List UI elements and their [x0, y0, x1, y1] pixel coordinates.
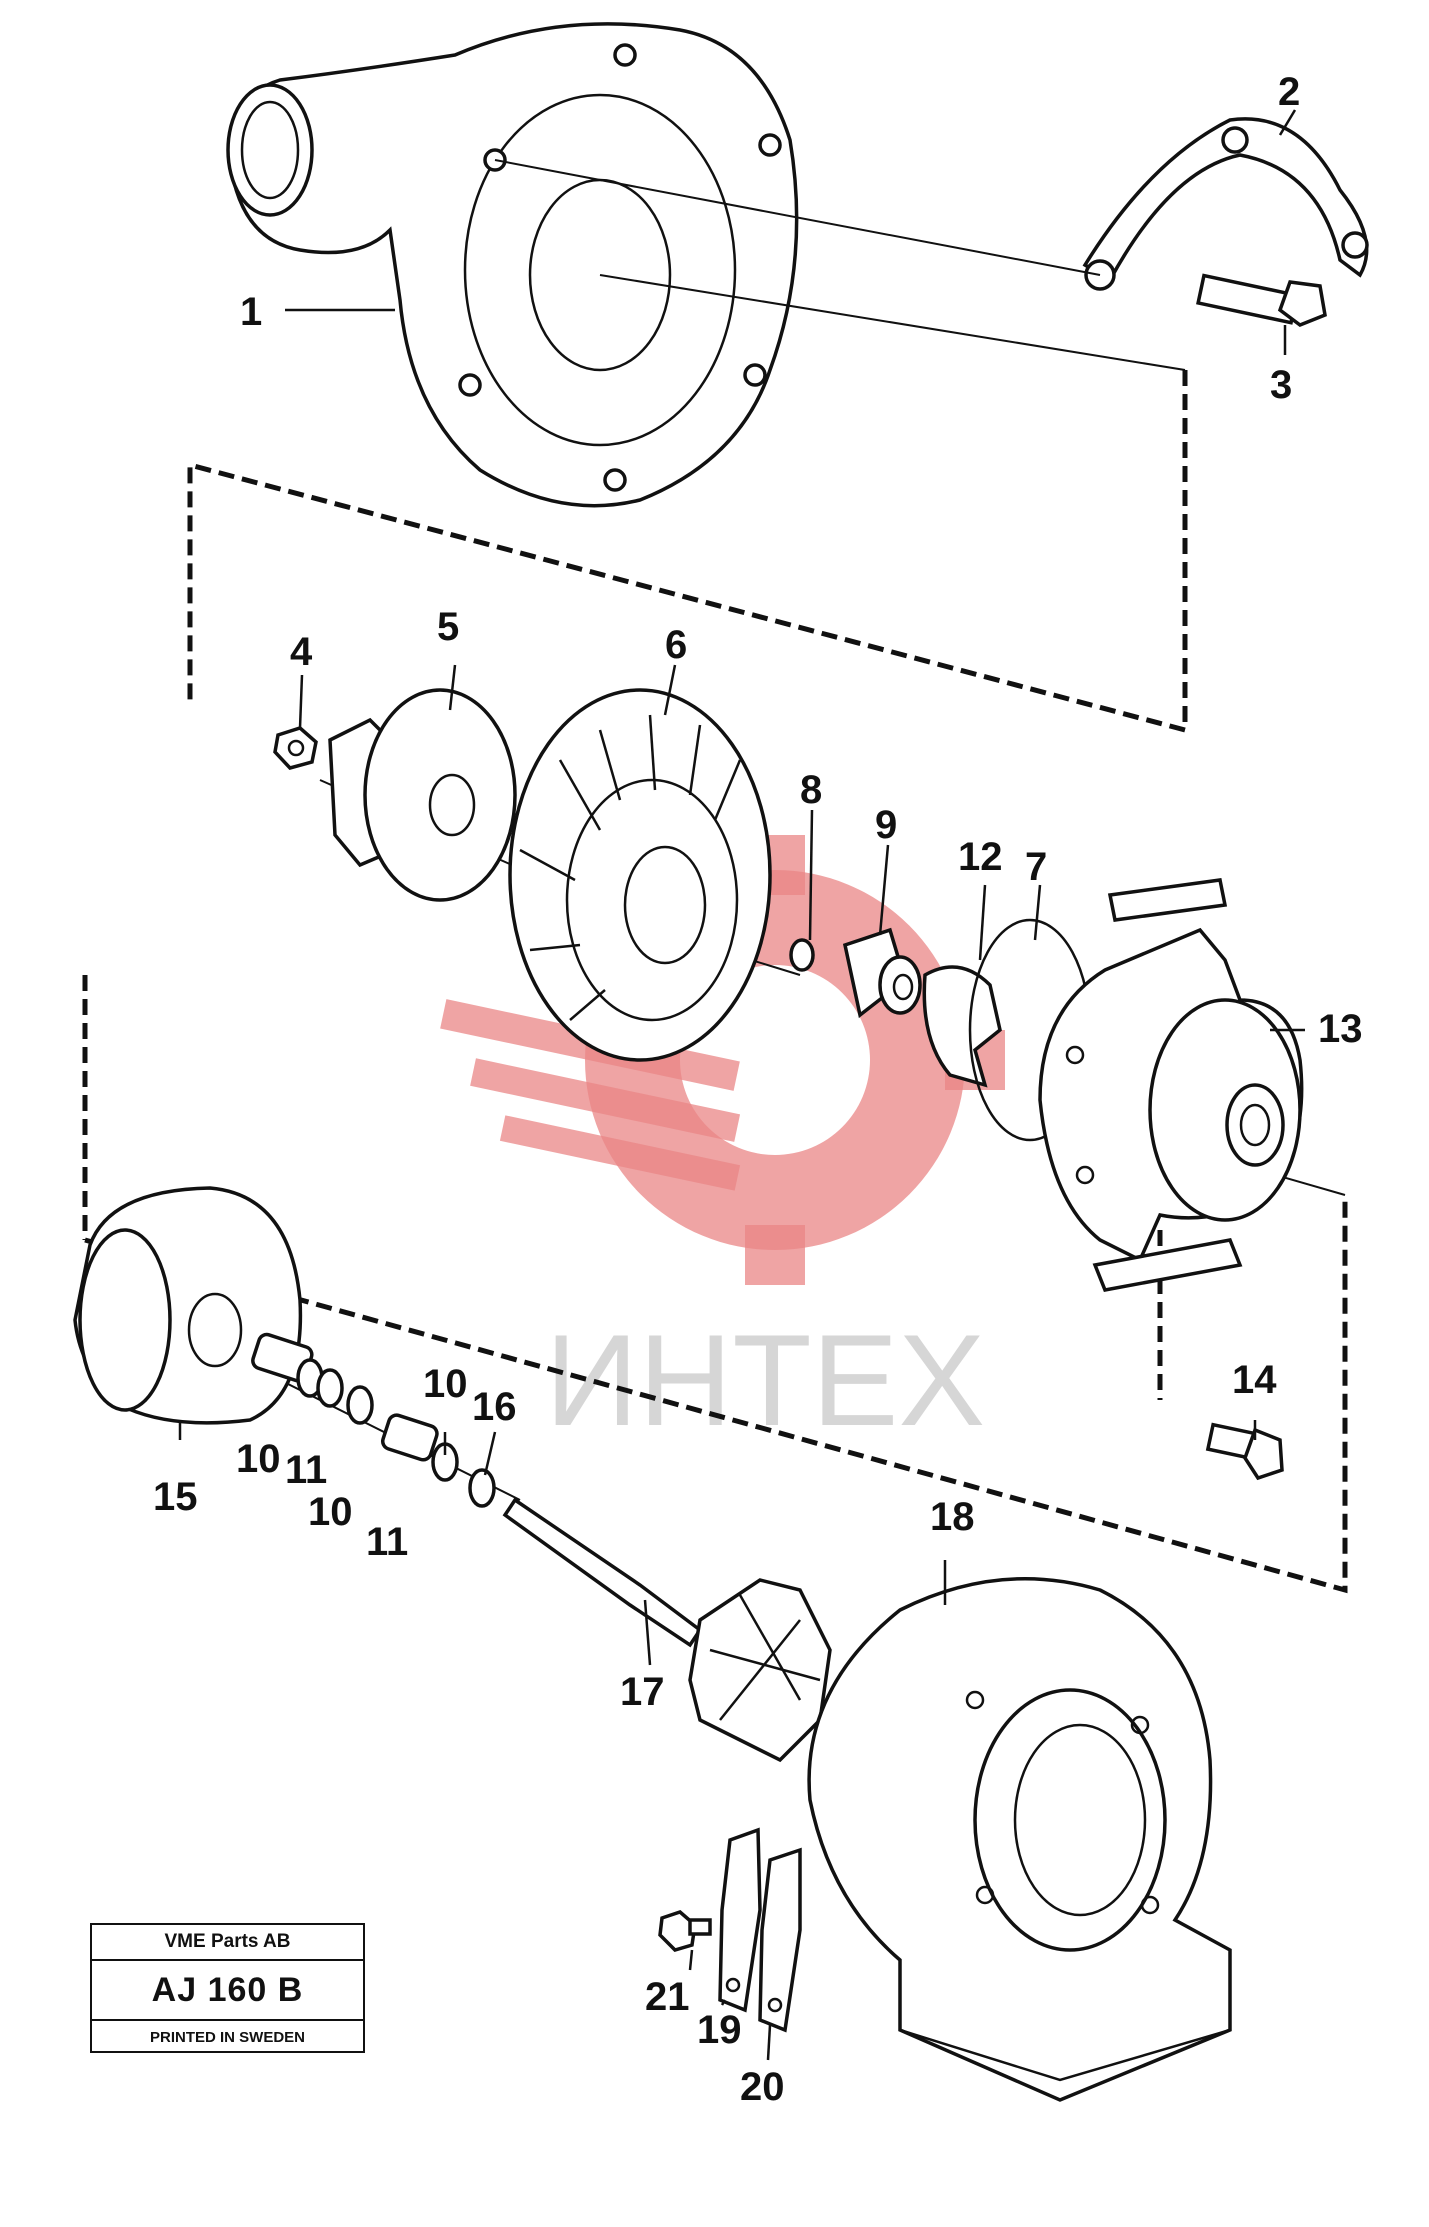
- callout-10a: 10: [236, 1437, 281, 1481]
- screw: [1196, 273, 1327, 327]
- callout-15: 15: [153, 1475, 198, 1519]
- callout-9: 9: [875, 803, 897, 847]
- callout-labels: 1 2 3 4 5 6 8 9 12 7 13 14 15 10 11 10 1…: [153, 70, 1363, 2109]
- callout-11b: 11: [366, 1520, 408, 1564]
- bushing: [842, 927, 922, 1019]
- compressor-wheel: [328, 688, 517, 902]
- title-block-footer: PRINTED IN SWEDEN: [149, 2029, 305, 2046]
- seal-ring: [789, 938, 815, 972]
- title-block-company: VME Parts AB: [92, 1925, 363, 1961]
- callout-6: 6: [665, 623, 687, 667]
- title-block: VME Parts AB AJ 160 B PRINTED IN SWEDEN: [90, 1923, 365, 2053]
- callout-10c: 10: [423, 1362, 468, 1406]
- callout-14: 14: [1232, 1358, 1277, 1402]
- callout-2: 2: [1278, 70, 1300, 114]
- callout-20: 20: [740, 2065, 785, 2109]
- diffuser-plate: [508, 688, 772, 1062]
- thrust-washer: [922, 965, 1002, 1088]
- callout-13: 13: [1318, 1007, 1363, 1051]
- clamp-plates: [658, 1827, 802, 2033]
- callout-1: 1: [240, 290, 262, 334]
- callout-11a: 11: [285, 1448, 327, 1492]
- turbine-shaft-wheel: [502, 1497, 832, 1763]
- bolt: [1205, 1422, 1284, 1481]
- callout-21: 21: [645, 1975, 690, 2019]
- nut: [273, 726, 318, 770]
- callout-16: 16: [472, 1385, 517, 1429]
- callout-5: 5: [437, 605, 459, 649]
- bearing-housing: [1038, 878, 1304, 1292]
- callout-10b: 10: [308, 1490, 353, 1534]
- callout-3: 3: [1270, 363, 1292, 407]
- callout-7: 7: [1025, 845, 1047, 889]
- title-block-code: AJ 160 B: [92, 1961, 363, 2021]
- callout-19: 19: [697, 2008, 742, 2052]
- callout-8: 8: [800, 768, 822, 812]
- leader-lines: [178, 109, 1305, 2061]
- callout-12: 12: [958, 835, 1003, 879]
- bearing-kit: [251, 1332, 496, 1508]
- turbine-housing: [807, 1577, 1232, 2102]
- compressor-housing: [226, 22, 799, 508]
- lock-plate: [1082, 117, 1369, 291]
- callout-18: 18: [930, 1495, 975, 1539]
- callout-17: 17: [620, 1670, 665, 1714]
- heat-shield: [73, 1186, 303, 1425]
- callout-4: 4: [290, 630, 313, 674]
